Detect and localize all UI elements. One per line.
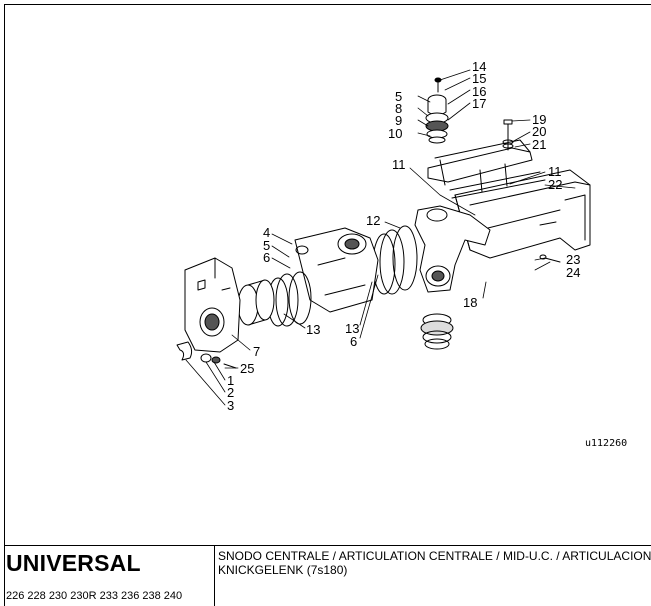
bolt-19-21 <box>502 119 514 151</box>
callout-label: 19 <box>532 112 547 127</box>
grease-cap-assembly <box>425 77 449 144</box>
callout-label: 22 <box>548 177 563 192</box>
callout-label: 23 <box>566 252 581 267</box>
callout-label: 14 <box>472 59 487 74</box>
retaining-clip <box>176 341 237 369</box>
page-frame <box>4 4 651 606</box>
callout-label: 24 <box>566 265 581 280</box>
callout-label: 16 <box>472 84 487 99</box>
spring-element <box>420 313 454 350</box>
model-numbers: 226 228 230 230R 233 236 238 240 <box>6 590 183 602</box>
callout-label: 7 <box>253 344 261 359</box>
drawing-reference-code: u112260 <box>585 438 628 449</box>
section-description-line1: SNODO CENTRALE / ARTICULATION CENTRALE /… <box>218 549 651 563</box>
callout-label: 2 <box>227 385 235 400</box>
articulation-fork <box>414 205 491 293</box>
section-description-line2: KNICKGELENK (7s180) <box>218 563 348 577</box>
title-block-description-cell: SNODO CENTRALE / ARTICULATION CENTRALE /… <box>218 549 651 605</box>
left-seal-rings <box>267 271 312 327</box>
callout-label: 5 <box>395 89 403 104</box>
callout-label: 21 <box>532 137 547 152</box>
callout-label: 12 <box>366 213 381 228</box>
callout-label: 9 <box>395 113 403 128</box>
top-cover-plate <box>427 139 546 199</box>
callout-label: 5 <box>263 238 271 253</box>
seal-rings <box>372 225 418 295</box>
callout-label: 4 <box>263 225 271 240</box>
callout-label: 6 <box>263 250 271 265</box>
central-frame-beam <box>454 169 591 259</box>
callout-label: 18 <box>463 295 478 310</box>
callout-label: 3 <box>227 398 235 413</box>
front-bracket <box>184 257 241 353</box>
callout-label: 17 <box>472 96 487 111</box>
callout-label: 20 <box>532 124 547 139</box>
callout-label: 10 <box>388 126 403 141</box>
brand-name: UNIVERSAL <box>6 550 141 576</box>
leader-lines <box>185 69 576 406</box>
callout-label: 25 <box>240 361 255 376</box>
pivot-bushing <box>237 279 275 326</box>
bolt-23-24 <box>539 254 561 263</box>
title-block-model-cell: UNIVERSAL 226 228 230 230R 233 236 238 2… <box>4 546 215 606</box>
callout-label: 13 <box>345 321 360 336</box>
callout-label: 8 <box>395 101 403 116</box>
parts-drawing-svg <box>176 69 591 406</box>
callout-label: 11 <box>392 157 406 172</box>
central-pivot-housing <box>294 227 379 313</box>
exploded-parts-diagram: 14 15 5 16 8 17 9 10 19 20 21 11 11 22 1… <box>176 59 628 449</box>
callout-label: 15 <box>472 71 487 86</box>
callout-label: 1 <box>227 373 235 388</box>
callout-label: 6 <box>350 334 358 349</box>
title-block: UNIVERSAL 226 228 230 230R 233 236 238 2… <box>4 545 651 606</box>
callout-label: 11 <box>548 164 562 179</box>
callout-label: 13 <box>306 322 321 337</box>
